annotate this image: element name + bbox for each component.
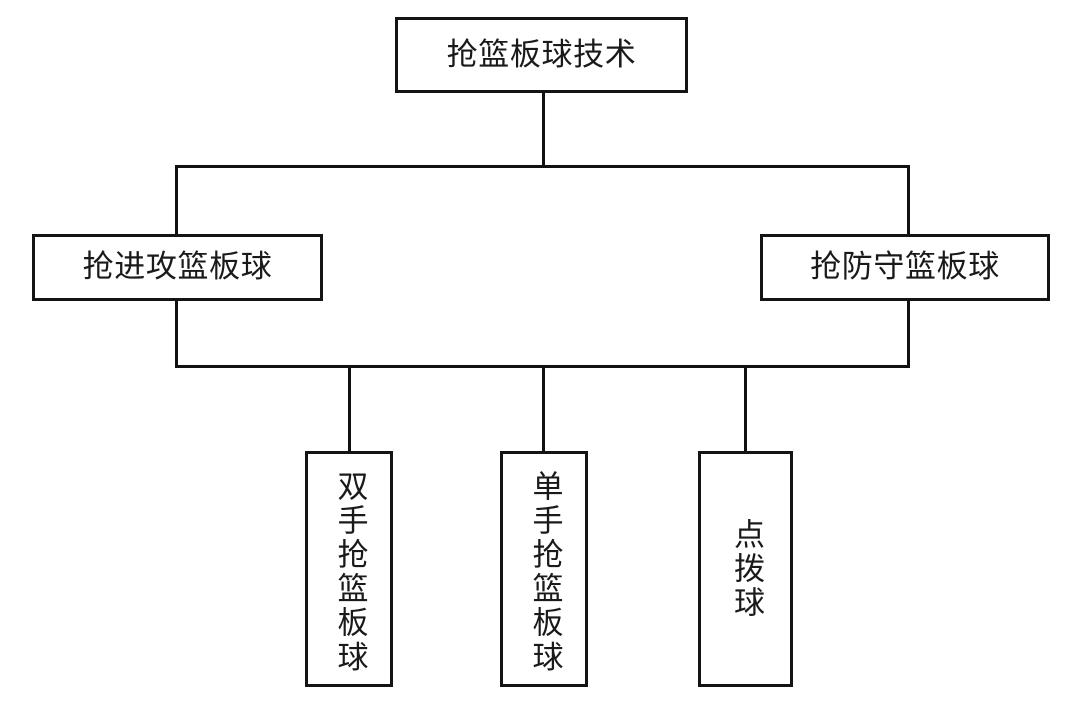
node-defensive-rebound: 抢防守篮板球 — [760, 234, 1050, 301]
node-tip-ball-label: 点拨球 — [728, 517, 764, 621]
connector-drop-one-hand — [542, 365, 545, 453]
node-offensive-rebound-label: 抢进攻篮板球 — [82, 249, 273, 286]
node-one-hand-rebound: 单手抢篮板球 — [500, 451, 588, 687]
node-offensive-rebound: 抢进攻篮板球 — [32, 234, 323, 301]
connector-level2-bus — [175, 165, 910, 168]
node-one-hand-rebound-label: 单手抢篮板球 — [526, 470, 563, 675]
node-defensive-rebound-label: 抢防守篮板球 — [810, 249, 1000, 286]
connector-root-trunk — [542, 93, 545, 168]
node-tip-ball: 点拨球 — [698, 451, 793, 687]
node-two-hand-rebound-label: 双手抢篮板球 — [331, 470, 368, 675]
node-two-hand-rebound: 双手抢篮板球 — [305, 451, 393, 687]
node-root: 抢篮板球技术 — [395, 17, 688, 93]
connector-drop-two-hand — [348, 365, 351, 453]
node-root-label: 抢篮板球技术 — [446, 36, 637, 73]
connector-drop-tip-ball — [744, 365, 747, 453]
